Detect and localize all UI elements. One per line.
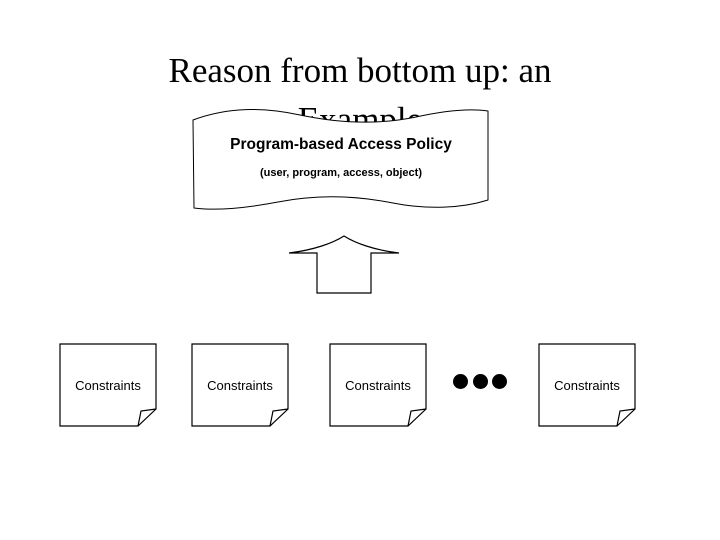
wave-outline-icon (188, 104, 494, 216)
folded-note-icon (59, 343, 157, 427)
folded-note-icon (538, 343, 636, 427)
folded-note-icon (329, 343, 427, 427)
arrow-up-icon (288, 232, 400, 296)
folded-note-icon (191, 343, 289, 427)
constraint-note: Constraints (538, 343, 636, 427)
constraint-note: Constraints (59, 343, 157, 427)
ellipsis-dot-icon (472, 373, 488, 389)
policy-wave-shape (188, 104, 494, 216)
constraint-note: Constraints (329, 343, 427, 427)
ellipsis-dots (453, 373, 507, 389)
ellipsis-dot-icon (492, 373, 507, 389)
up-arrow-shape (288, 232, 400, 296)
constraint-note: Constraints (191, 343, 289, 427)
ellipsis-dot-icon (453, 373, 468, 389)
